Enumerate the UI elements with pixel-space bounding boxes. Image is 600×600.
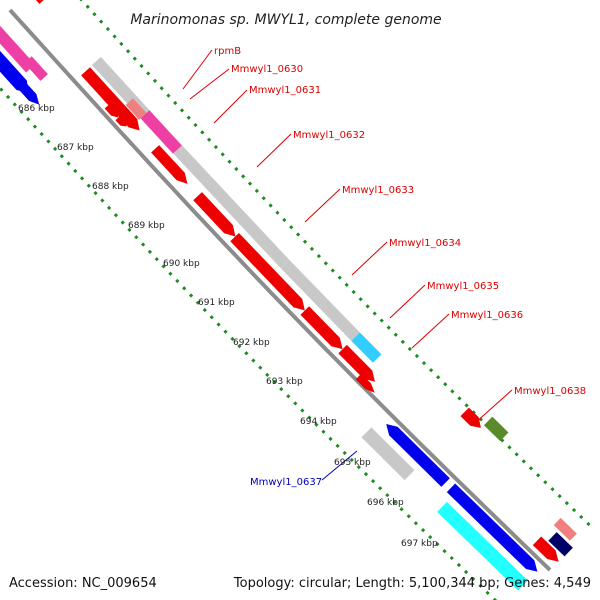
feature-red-tiny-1	[104, 103, 119, 118]
gene-label-mmwyl1-0631[interactable]: Mmwyl1_0631	[249, 85, 321, 96]
feature-red-5	[300, 306, 343, 350]
leader-mmwyl1-0631	[213, 89, 248, 124]
leader-mmwyl1-0630	[189, 68, 230, 100]
kbp-label-697: 697 kbp	[401, 539, 438, 549]
feature-pink-1	[140, 110, 182, 154]
feature-red-top	[17, 0, 46, 4]
feature-red-3	[193, 192, 236, 237]
feature-pink-2	[0, 22, 35, 73]
gene-labels: rpmB Mmwyl1_0630 Mmwyl1_0631 Mmwyl1_0632…	[214, 46, 586, 488]
leader-rpmb	[182, 49, 213, 90]
label-leaders	[182, 49, 513, 481]
feature-navy	[548, 532, 573, 557]
feature-red-8	[532, 536, 559, 562]
feature-red-2	[151, 145, 188, 184]
kbp-label-686: 686 kbp	[18, 104, 55, 114]
leader-mmwyl1-0637	[321, 450, 358, 481]
gene-features	[0, 0, 577, 591]
gene-label-mmwyl1-0636[interactable]: Mmwyl1_0636	[451, 310, 523, 321]
inner-tick-row	[79, 0, 595, 530]
feature-grey-4	[361, 427, 415, 481]
gene-label-mmwyl1-0637[interactable]: Mmwyl1_0637	[250, 477, 322, 488]
kbp-label-692: 692 kbp	[233, 338, 270, 348]
kbp-label-687: 687 kbp	[57, 143, 94, 153]
gene-label-mmwyl1-0633[interactable]: Mmwyl1_0633	[342, 185, 414, 196]
kbp-label-693: 693 kbp	[266, 377, 303, 387]
genome-stats-text: Topology: circular; Length: 5,100,344 bp…	[233, 576, 591, 591]
backbone-line	[8, 8, 552, 572]
feature-red-6	[338, 344, 375, 382]
feature-olive	[483, 416, 509, 442]
map-title: Marinomonas sp. MWYL1, complete genome	[130, 12, 441, 28]
outer-tick-row	[0, 85, 498, 600]
kbp-labels: 686 kbp 687 kbp 688 kbp 689 kbp 690 kbp …	[18, 104, 438, 549]
kbp-label-688: 688 kbp	[92, 182, 129, 192]
backbone	[8, 8, 552, 572]
gene-label-mmwyl1-0630[interactable]: Mmwyl1_0630	[231, 64, 303, 75]
gene-label-mmwyl1-0632[interactable]: Mmwyl1_0632	[293, 130, 365, 141]
feature-pink-3	[24, 56, 48, 81]
gene-label-mmwyl1-0634[interactable]: Mmwyl1_0634	[389, 238, 461, 249]
kbp-label-690: 690 kbp	[163, 259, 200, 269]
feature-red-tiny-2	[115, 114, 127, 127]
feature-skyblue	[351, 332, 382, 363]
kbp-label-691: 691 kbp	[198, 298, 235, 308]
leader-mmwyl1-0638	[474, 389, 513, 424]
feature-blue-3	[0, 46, 29, 93]
kbp-label-695: 695 kbp	[334, 458, 371, 468]
feature-blue-2	[446, 483, 538, 572]
feature-red-4	[230, 232, 305, 311]
feature-grey-3	[281, 260, 360, 341]
leader-mmwyl1-0633	[304, 188, 341, 223]
feature-red-small	[355, 373, 375, 393]
gene-label-mmwyl1-0638[interactable]: Mmwyl1_0638	[514, 386, 586, 397]
feature-blue-4	[19, 83, 40, 105]
feature-salmon-2	[553, 517, 577, 541]
leader-mmwyl1-0634	[351, 241, 388, 276]
leader-mmwyl1-0636	[411, 313, 450, 349]
feature-blue-1	[386, 424, 450, 487]
accession-text: Accession: NC_009654	[9, 576, 157, 591]
kbp-label-689: 689 kbp	[128, 221, 165, 231]
feature-red-1	[81, 67, 140, 131]
gene-label-rpmB[interactable]: rpmB	[214, 46, 241, 57]
gene-label-mmwyl1-0635[interactable]: Mmwyl1_0635	[427, 281, 499, 292]
feature-salmon	[125, 98, 147, 120]
feature-cyan	[437, 501, 528, 591]
kbp-label-696: 696 kbp	[367, 498, 404, 508]
kbp-label-694: 694 kbp	[300, 417, 337, 427]
leader-mmwyl1-0632	[256, 133, 292, 168]
leader-mmwyl1-0635	[389, 284, 426, 319]
feature-grey-2	[156, 127, 290, 269]
